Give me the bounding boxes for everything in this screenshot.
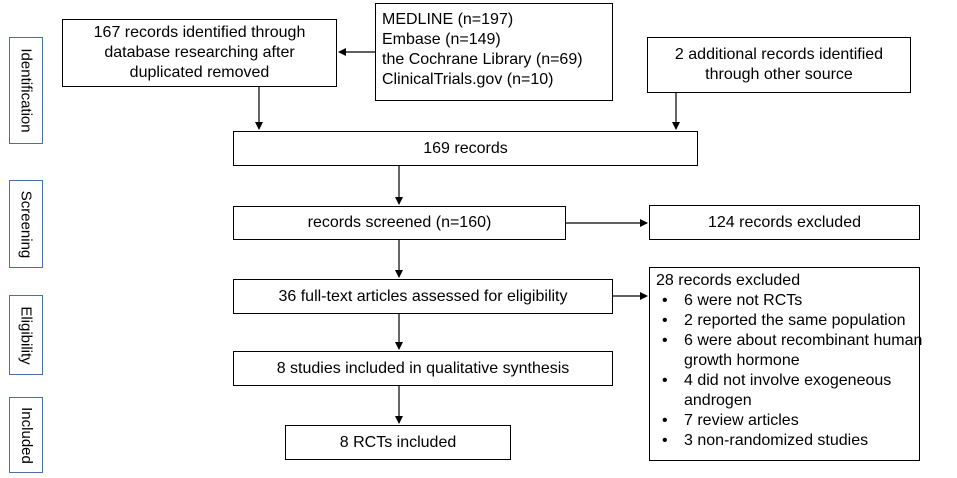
- exclusion-reason-growth-hormone: 6 were about recombinant human growth hor…: [656, 331, 923, 371]
- qualitative-box: 8 studies included in qualitative synthe…: [233, 351, 613, 386]
- exclusion-reason-text: 4 did not involve exogeneous: [684, 372, 892, 389]
- database-records-box: 167 records identified through database …: [62, 19, 337, 87]
- rcts-included-text: 8 RCTs included: [339, 433, 457, 451]
- total-records-box: 169 records: [233, 131, 698, 166]
- screen-excluded-box: 124 records excluded: [649, 205, 920, 240]
- full-text-box: 36 full-text articles assessed for eligi…: [233, 279, 613, 314]
- full-text-text: 36 full-text articles assessed for eligi…: [278, 287, 568, 305]
- additional-records-line-2: through other source: [705, 66, 853, 83]
- exclusion-reason-text: androgen: [684, 392, 752, 409]
- rcts-included-box: 8 RCTs included: [285, 425, 511, 460]
- exclusion-reason-text: 6 were about recombinant human: [684, 332, 923, 349]
- source-clinicaltrials: ClinicalTrials.gov (n=10): [382, 71, 554, 88]
- additional-records-box: 2 additional records identified through …: [647, 37, 911, 93]
- exclusion-reason-text: 7 review articles: [684, 412, 799, 429]
- database-records-line-2: database researching after: [104, 44, 295, 61]
- database-records-line-3: duplicated removed: [129, 64, 270, 81]
- screened-box: records screened (n=160): [233, 206, 566, 240]
- total-records-text: 169 records: [423, 139, 508, 157]
- source-embase: Embase (n=149): [382, 31, 501, 48]
- stage-included: Included: [9, 397, 43, 473]
- additional-records-line-1: 2 additional records identified: [674, 46, 884, 63]
- source-medline: MEDLINE (n=197): [382, 11, 514, 28]
- exclusions-box: 28 records excluded 6 were not RCTs 2 re…: [649, 267, 923, 461]
- screened-text: records screened (n=160): [307, 214, 492, 231]
- exclusion-reason-text: growth hormone: [684, 352, 800, 369]
- database-records-line-1: 167 records identified through: [93, 24, 306, 41]
- exclusion-reason-non-randomized: 3 non-randomized studies: [656, 431, 913, 451]
- stage-screening: Screening: [9, 180, 43, 268]
- exclusion-reason-text: 2 reported the same population: [684, 312, 906, 329]
- exclusion-reason-not-rcts: 6 were not RCTs: [656, 291, 913, 311]
- stage-eligibility: Eligibility: [9, 295, 43, 375]
- source-cochrane: the Cochrane Library (n=69): [382, 51, 583, 68]
- exclusion-reasons-list: 6 were not RCTs 2 reported the same popu…: [656, 291, 923, 451]
- exclusion-reason-review-articles: 7 review articles: [656, 411, 913, 431]
- stage-identification: Identification: [9, 37, 43, 144]
- qualitative-text: 8 studies included in qualitative synthe…: [276, 359, 570, 377]
- exclusion-reason-no-androgen: 4 did not involve exogeneous androgen: [656, 371, 913, 411]
- exclusion-reason-same-population: 2 reported the same population: [656, 311, 913, 331]
- exclusion-reason-text: 3 non-randomized studies: [684, 432, 869, 449]
- screen-excluded-text: 124 records excluded: [708, 213, 861, 231]
- exclusion-reason-text: 6 were not RCTs: [684, 292, 803, 309]
- sources-box: MEDLINE (n=197) Embase (n=149) the Cochr…: [375, 3, 613, 101]
- exclusions-header: 28 records excluded: [656, 272, 801, 289]
